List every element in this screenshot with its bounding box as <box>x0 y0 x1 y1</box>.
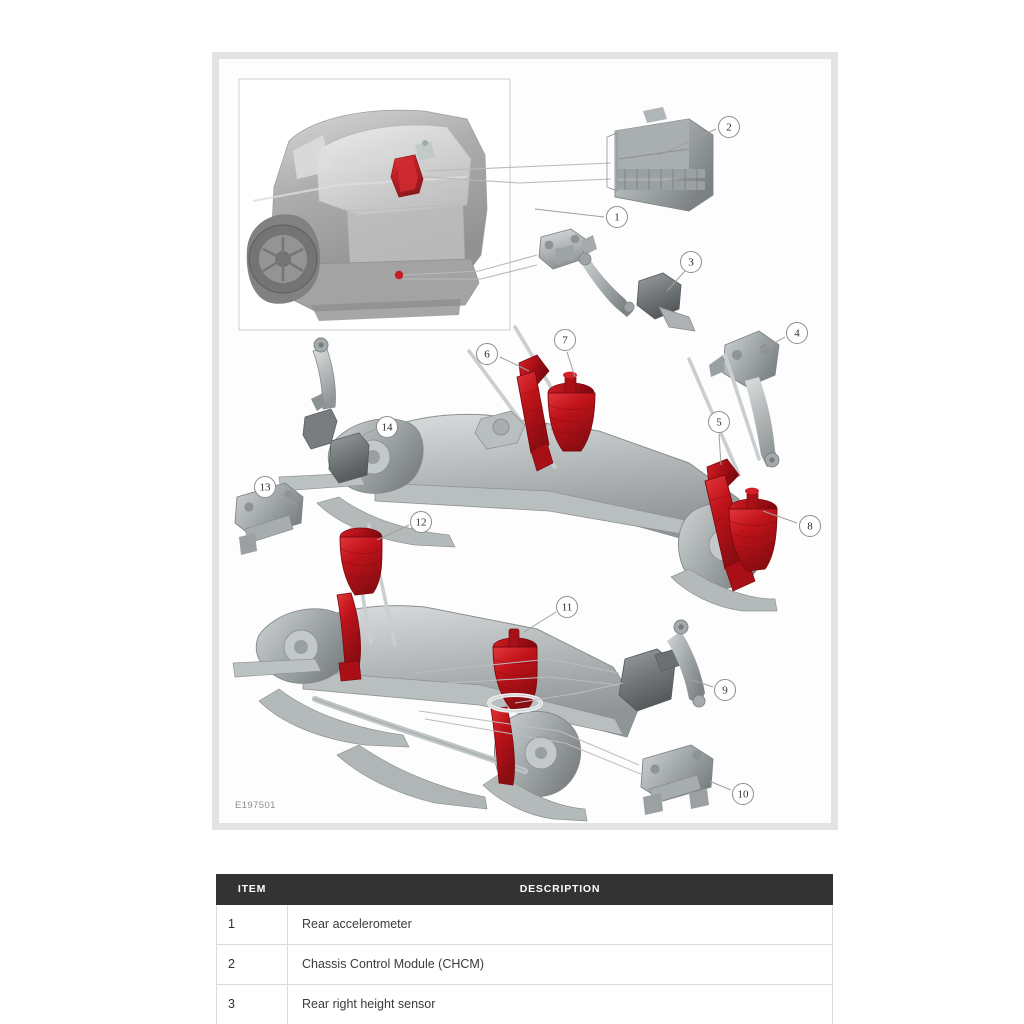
part-air-spring-rear-right <box>728 487 778 572</box>
callout-leader-line <box>499 356 530 372</box>
callout-8: 8 <box>799 515 821 537</box>
callout-circle <box>556 596 578 618</box>
part-module-bracket-left <box>302 337 370 484</box>
part-shock-absorber-rear-left <box>516 354 554 472</box>
vehicle-illustration <box>246 109 488 321</box>
rear-subframe-lower <box>232 523 640 822</box>
callout-circle <box>708 411 730 433</box>
callout-leader-line <box>708 780 732 791</box>
part-leader-lines <box>414 658 644 776</box>
inset-highlight-accelerometer <box>394 270 404 280</box>
callout-circle <box>606 206 628 228</box>
callout-circle <box>718 116 740 138</box>
callout-leader-line <box>759 336 786 352</box>
callout-number: 6 <box>484 349 490 361</box>
callout-number: 5 <box>716 417 722 429</box>
callout-circle <box>799 515 821 537</box>
callout-number: 8 <box>807 521 813 533</box>
callout-number: 1 <box>614 212 620 224</box>
callout-number: 2 <box>726 122 732 134</box>
callout-10: 10 <box>732 783 754 805</box>
cell-description: Rear right height sensor <box>287 984 833 1024</box>
callout-number: 10 <box>738 789 750 801</box>
callout-leader-line <box>523 611 557 633</box>
callout-9: 9 <box>714 679 736 701</box>
callout-circle <box>786 322 808 344</box>
callout-leader-line <box>666 270 686 292</box>
inset-highlight-chcm <box>390 154 424 198</box>
callout-2: 2 <box>718 116 740 138</box>
callout-number: 14 <box>382 422 394 434</box>
vehicle-inset-box <box>238 78 511 331</box>
table-header-row: ITEM DESCRIPTION <box>216 874 833 905</box>
callout-6: 6 <box>476 343 498 365</box>
callout-leader-line <box>360 428 377 437</box>
part-chassis-control-module <box>606 107 714 212</box>
part-rear-accelerometer <box>538 228 597 270</box>
part-bracket-left <box>234 482 304 555</box>
callout-number: 7 <box>562 335 568 347</box>
figure-id-label: E197501 <box>235 800 276 811</box>
part-upper-arm-right <box>709 330 780 468</box>
part-air-spring-front-right-lower <box>487 628 543 786</box>
callout-number: 9 <box>722 685 728 697</box>
inset-leader-lines <box>402 162 612 280</box>
callout-circle <box>376 416 398 438</box>
part-rear-right-height-sensor <box>578 252 696 332</box>
callout-leader-line <box>376 524 410 541</box>
callout-circle <box>680 251 702 273</box>
callout-number: 11 <box>562 602 573 614</box>
part-height-sensor-lower-right <box>618 619 706 712</box>
callout-circle <box>714 679 736 701</box>
callout-leader-line <box>688 678 714 688</box>
cell-description: Rear accelerometer <box>287 904 833 945</box>
callout-12: 12 <box>410 511 432 533</box>
callout-number: 13 <box>260 482 272 494</box>
callout-circle <box>554 329 576 351</box>
callout-7: 7 <box>554 329 576 351</box>
callout-13: 13 <box>254 476 276 498</box>
callout-4: 4 <box>786 322 808 344</box>
column-header-description: DESCRIPTION <box>287 874 833 905</box>
callout-leader-line <box>566 351 576 378</box>
callout-circle <box>254 476 276 498</box>
callout-leader-line <box>534 208 605 218</box>
part-air-spring-front-left-lower <box>336 527 383 682</box>
callout-11: 11 <box>556 596 578 618</box>
callout-circle <box>476 343 498 365</box>
callout-leader-line <box>718 433 722 466</box>
part-air-spring-rear-left-upper <box>547 371 596 452</box>
callout-circle <box>732 783 754 805</box>
callout-leader-line <box>762 510 798 524</box>
cell-description: Chassis Control Module (CHCM) <box>287 944 833 985</box>
column-header-item: ITEM <box>216 874 288 905</box>
callout-5: 5 <box>708 411 730 433</box>
callout-circle <box>410 511 432 533</box>
callout-1: 1 <box>606 206 628 228</box>
callout-leader-line <box>275 490 298 506</box>
callout-leader-line <box>658 128 717 156</box>
callout-number: 12 <box>416 517 427 529</box>
cell-item-number: 3 <box>216 984 288 1024</box>
callout-3: 3 <box>680 251 702 273</box>
callout-number: 3 <box>688 257 694 269</box>
cell-item-number: 1 <box>216 904 288 945</box>
part-bracket-lower-right <box>640 744 714 815</box>
cell-item-number: 2 <box>216 944 288 985</box>
callout-14: 14 <box>376 416 398 438</box>
callout-number: 4 <box>794 328 800 340</box>
